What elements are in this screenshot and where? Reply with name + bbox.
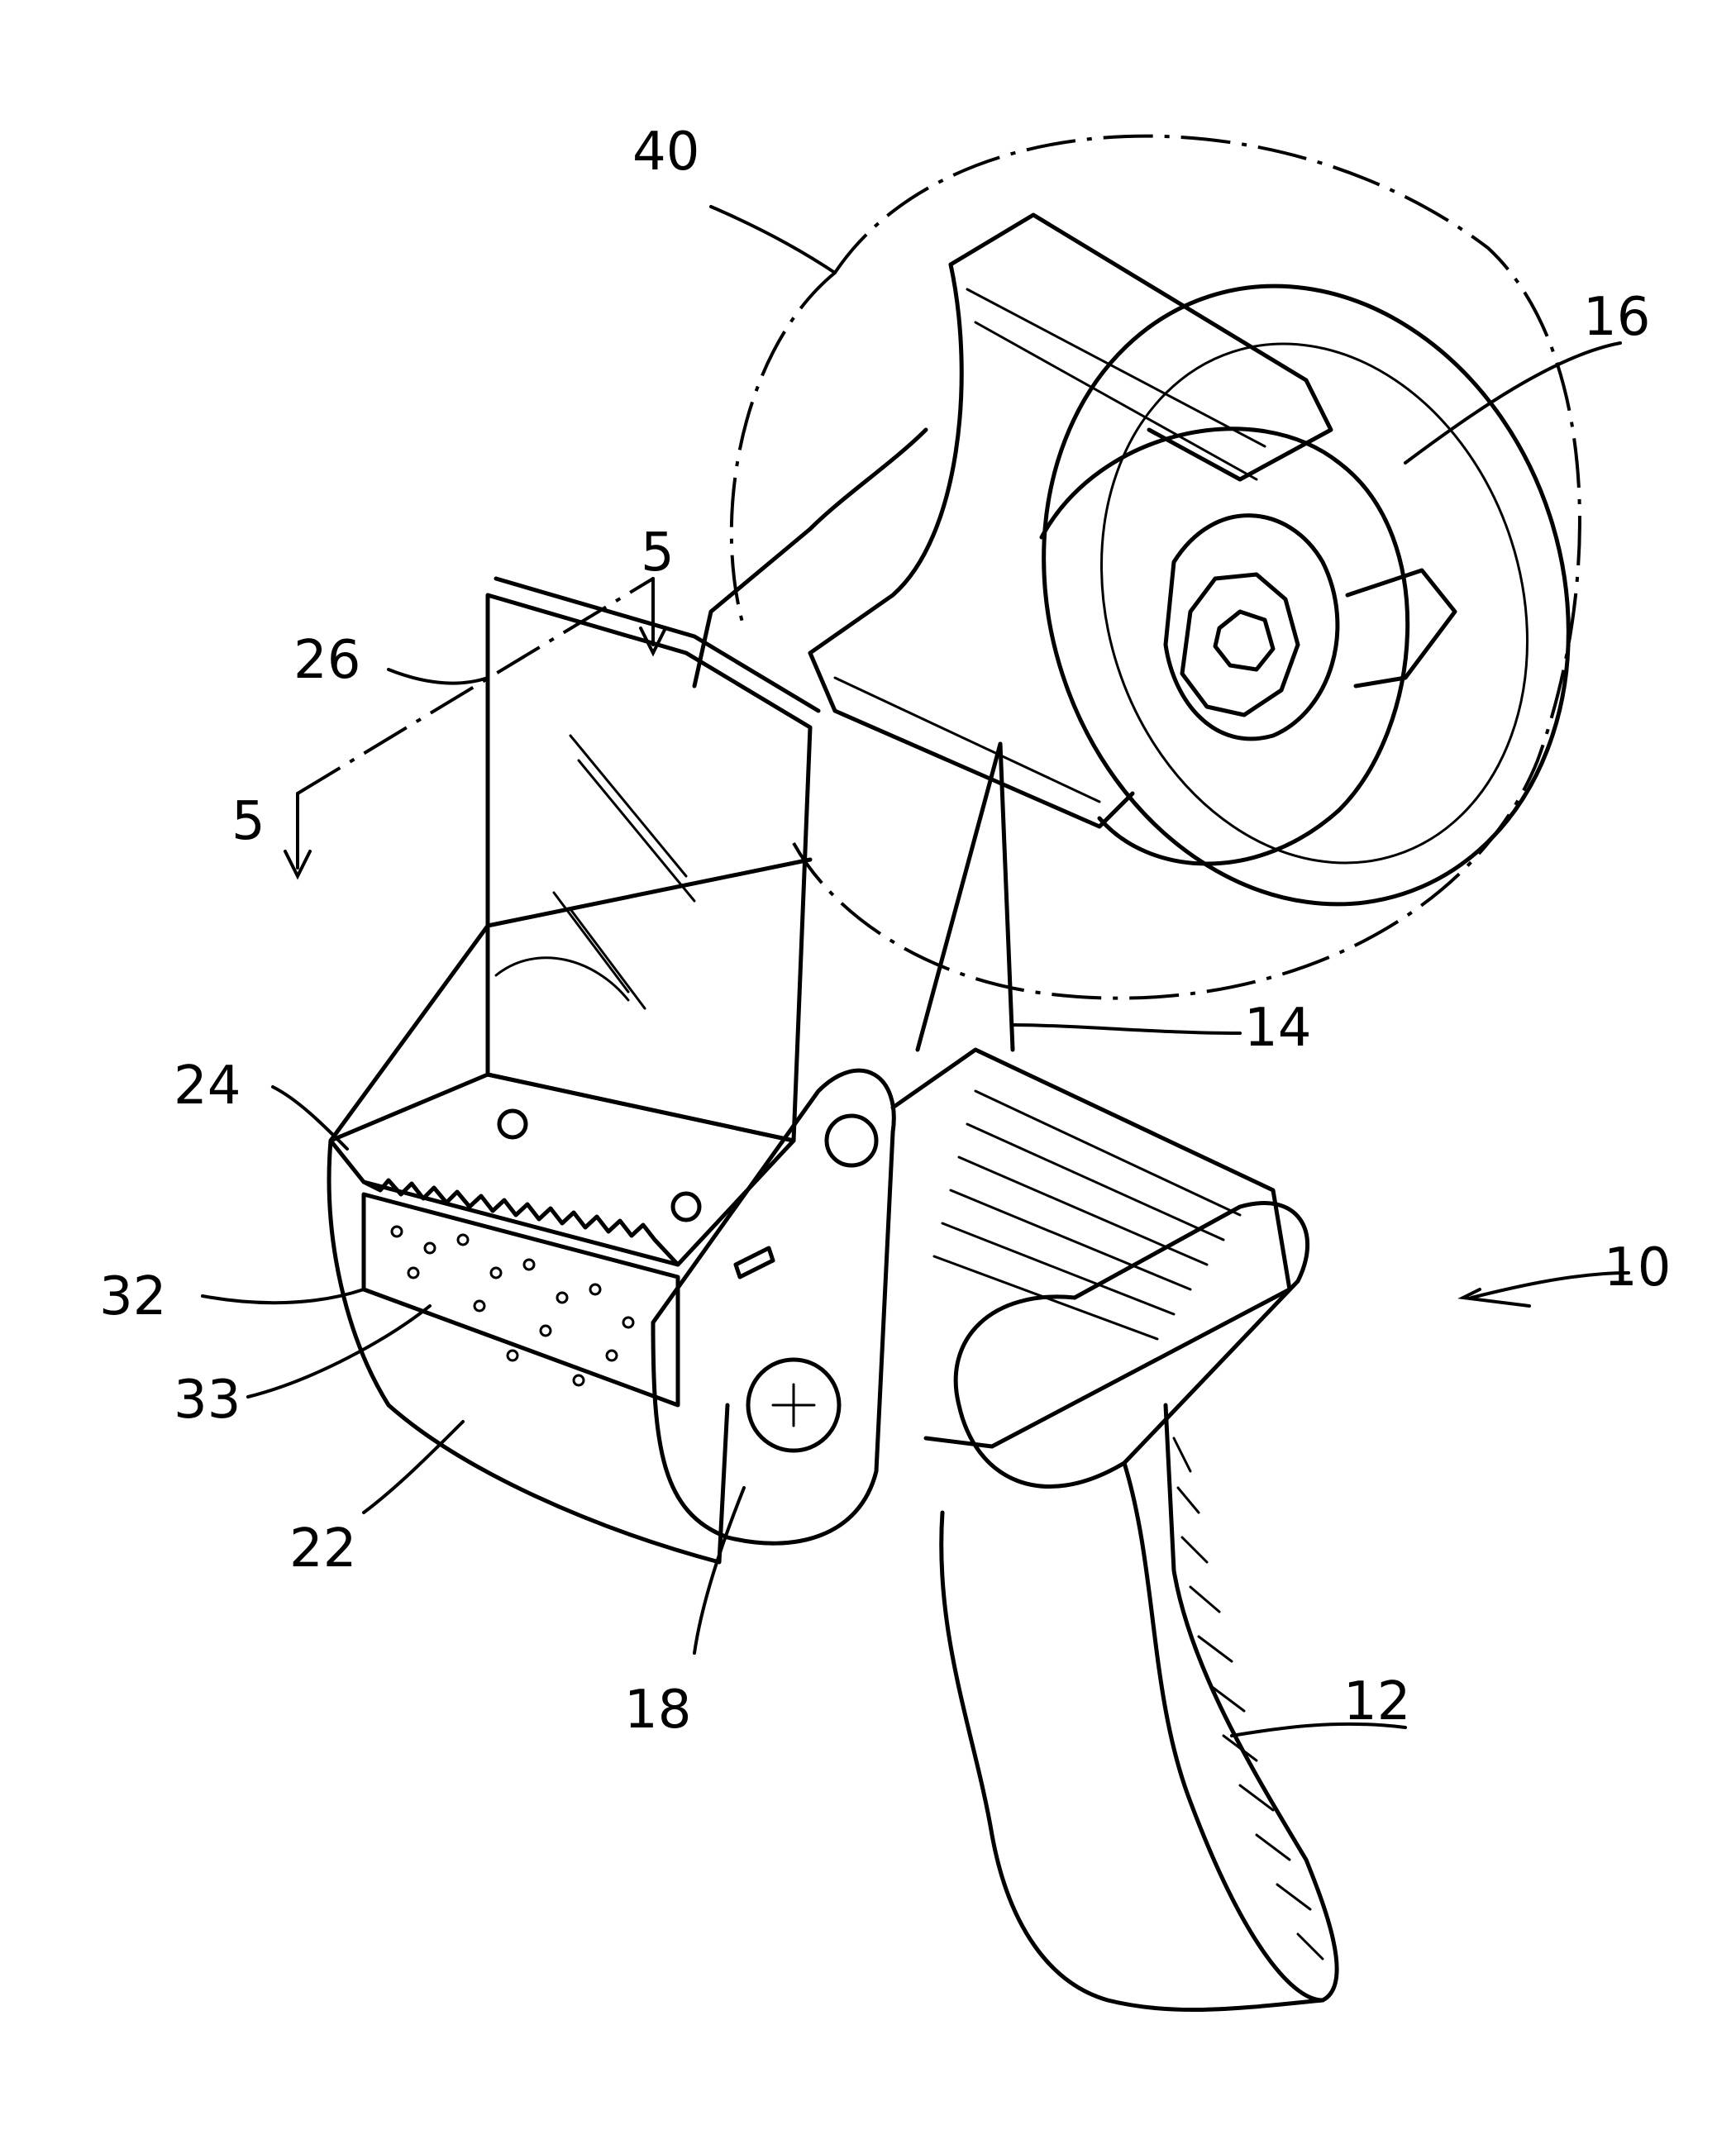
label-10: 10: [1604, 1237, 1671, 1298]
tape-strip: [918, 744, 1013, 1050]
handle-platform: [893, 1050, 1308, 1487]
hub-nut: [1182, 574, 1298, 715]
section-line: [285, 579, 665, 876]
tape-roll-phantom: [732, 136, 1647, 998]
label-18: 18: [624, 1680, 691, 1741]
label-40: 40: [632, 122, 699, 183]
upper-bracket: [694, 215, 1331, 827]
label-12: 12: [1343, 1671, 1410, 1732]
hub-assembly: [1042, 429, 1455, 864]
cutter-and-pads: [331, 1074, 794, 1405]
label-5-top: 5: [641, 522, 675, 584]
reference-numerals: 40 16 5 5 26 14 24 10 32 33 22 18 12: [99, 122, 1671, 1741]
leader-lines: [203, 207, 1629, 1736]
label-33: 33: [174, 1370, 241, 1431]
guard-plate: [488, 579, 818, 1141]
label-5-left: 5: [231, 791, 265, 852]
label-26: 26: [293, 630, 360, 691]
label-14: 14: [1244, 998, 1311, 1059]
label-24: 24: [174, 1055, 241, 1117]
label-22: 22: [289, 1518, 356, 1580]
label-32: 32: [99, 1266, 166, 1327]
side-plate: [653, 1070, 894, 1543]
front-body: [329, 860, 810, 1562]
label-16: 16: [1583, 287, 1650, 348]
pistol-grip: [942, 1405, 1337, 2010]
